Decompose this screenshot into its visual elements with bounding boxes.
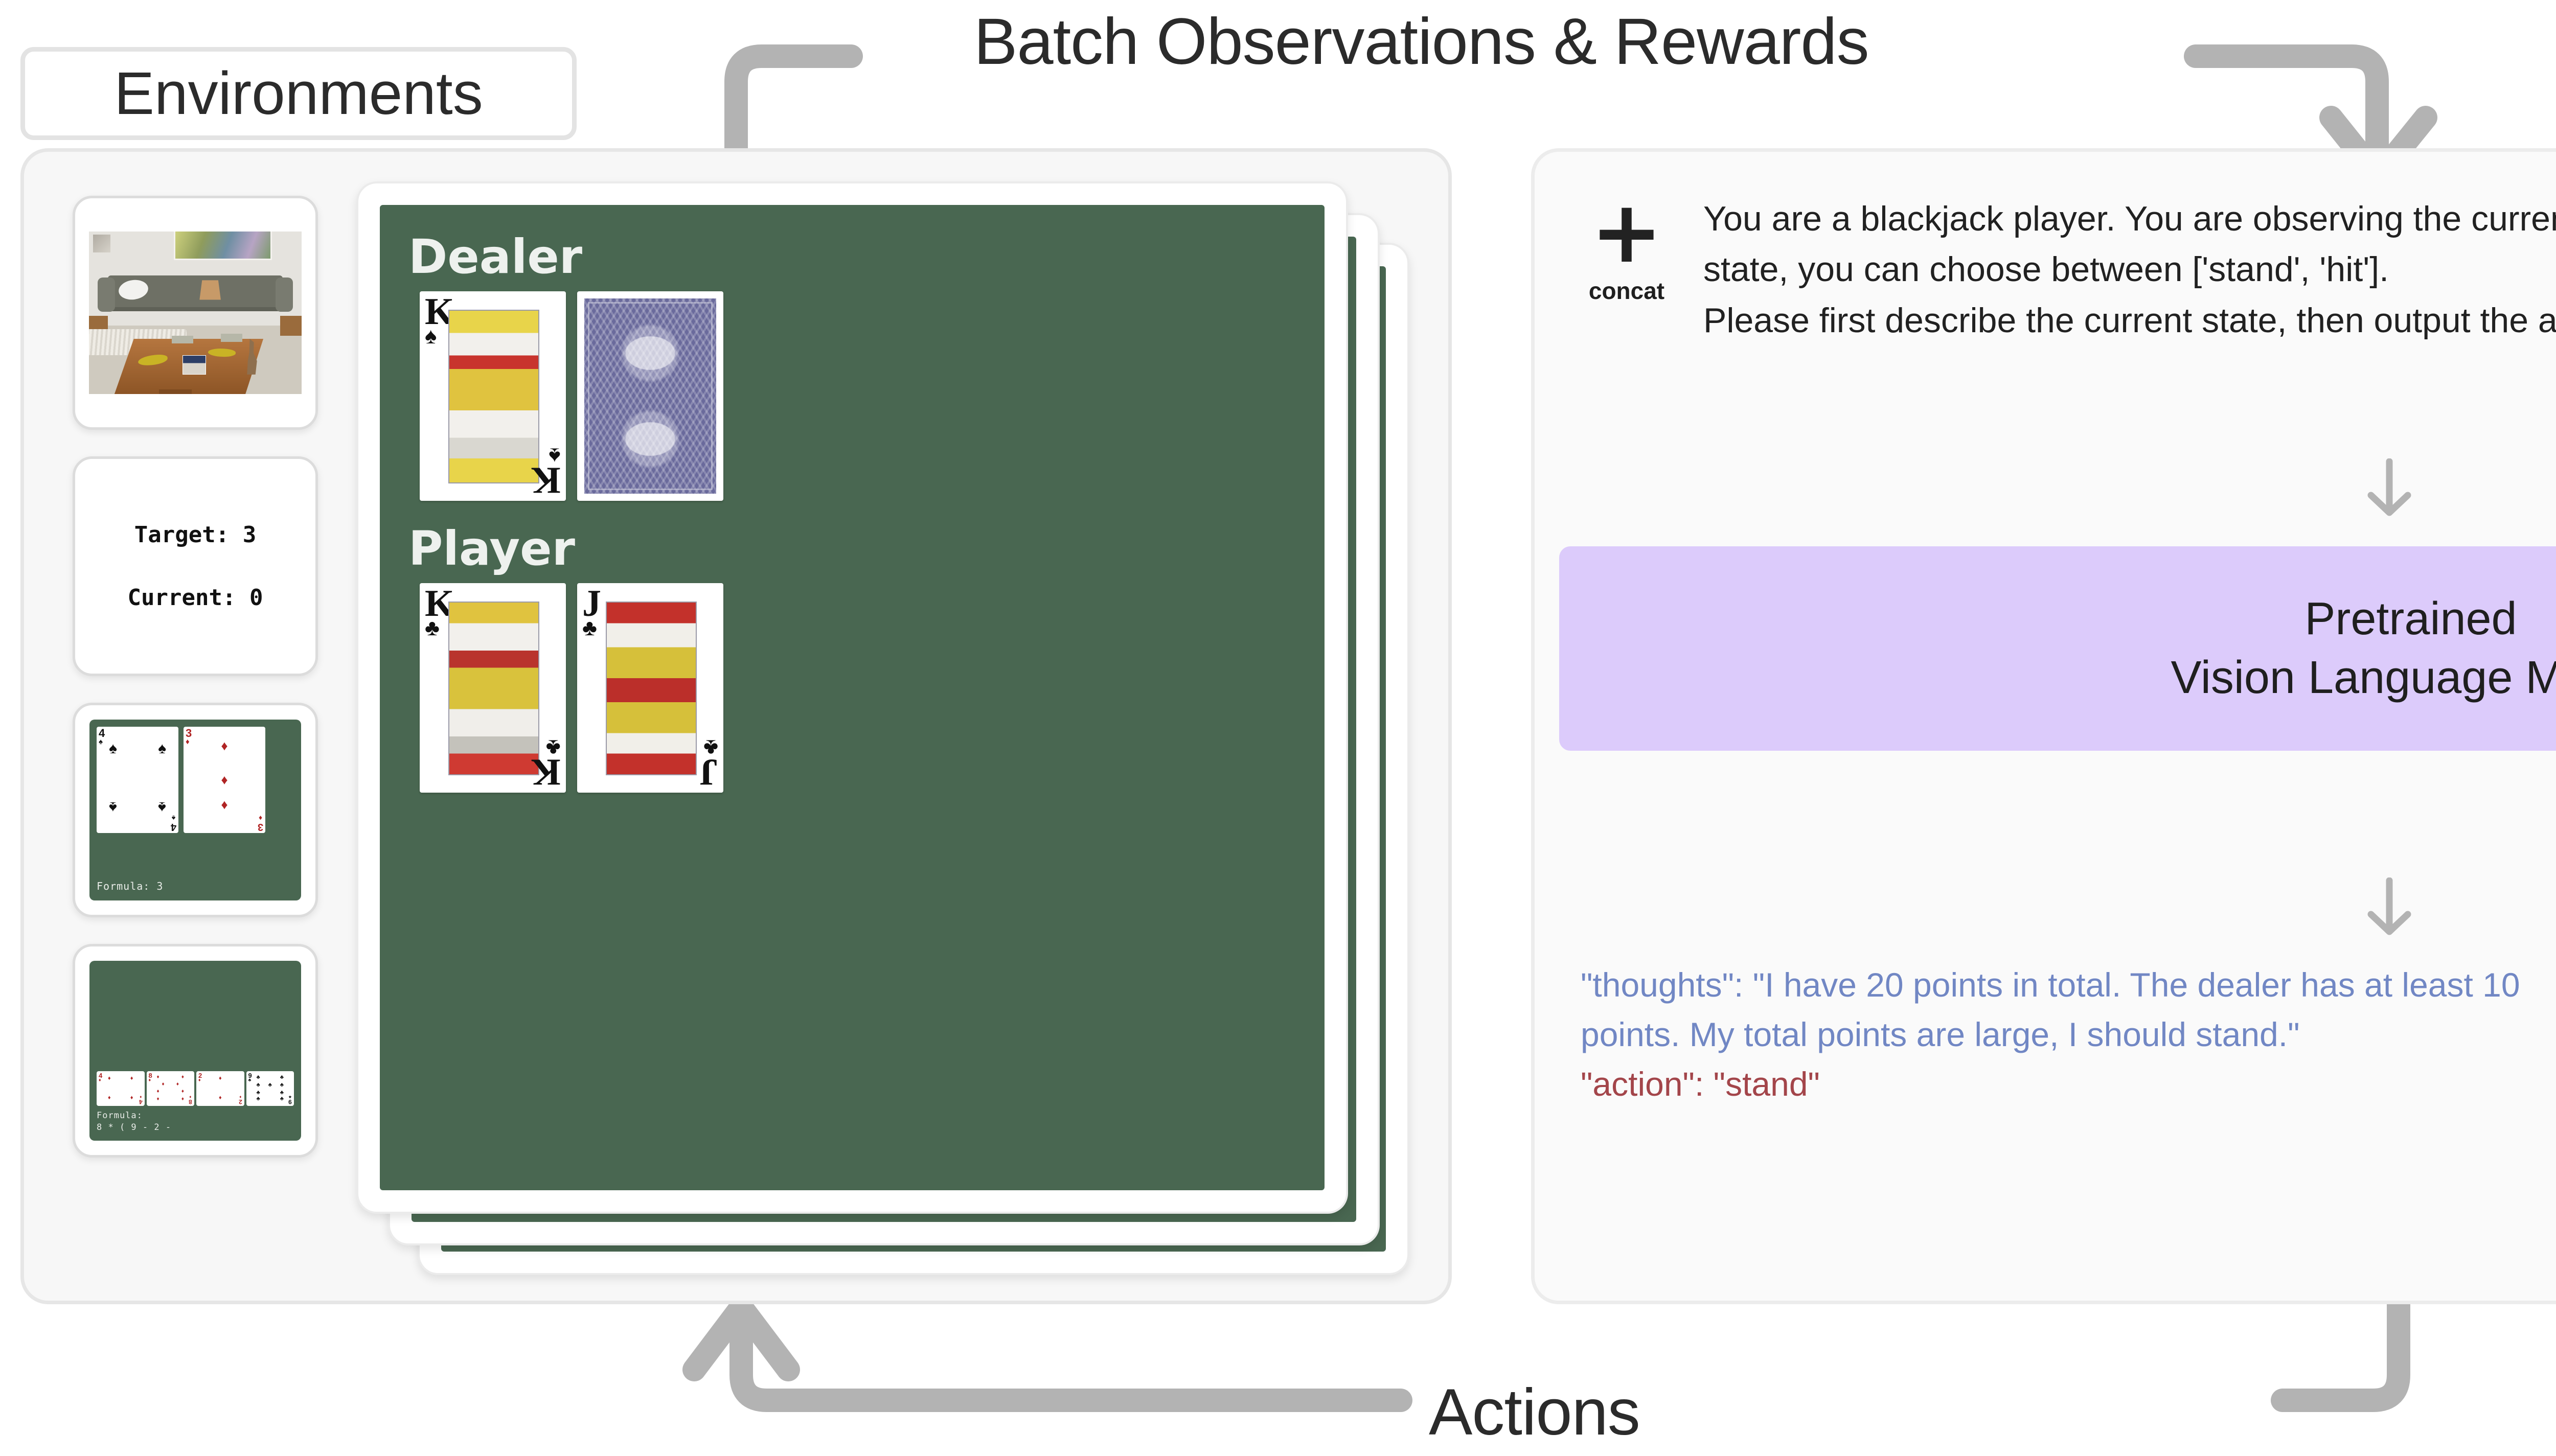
vlm-title-line-1: Pretrained	[2304, 593, 2517, 644]
model-output-block: "thoughts": "I have 20 points in total. …	[1581, 960, 2556, 1109]
mini-formula-text: Formula: 3	[97, 880, 164, 892]
thumbnail-living-room[interactable]	[73, 196, 318, 430]
mini-card-9-clubs: 9♣ ♣ ♣ ♣ ♣ ♣ ♣ ♣ ♣ ♣	[246, 1071, 294, 1106]
card-king-of-spades: K♠ K♠	[420, 291, 566, 501]
dealer-label: Dealer	[408, 229, 583, 284]
prompt-text-block: You are a blackjack player. You are obse…	[1703, 194, 2556, 346]
output-action-line: "action": "stand"	[1581, 1065, 1820, 1103]
prompt-line-1: You are a blackjack player. You are obse…	[1703, 199, 2556, 238]
mini-formula-label: Formula:	[97, 1111, 143, 1121]
vlm-title: Pretrained Vision Language Model	[1559, 590, 2556, 707]
mini-felt-2: 4♦ ♦ ♦ ♦ ♦ 4♦ 8♦ ♦	[89, 961, 301, 1141]
prompt-line-2: state, you can choose between ['stand', …	[1703, 250, 2389, 289]
environments-panel: Target: 3 Current: 0 4♠ ♠ ♠ ♠ ♠	[20, 148, 1452, 1304]
current-value: Current: 0	[127, 585, 263, 611]
mini-formula-value: 8 * ( 9 - 2 -	[97, 1122, 172, 1133]
arrow-down-icon-to-output	[2367, 877, 2411, 935]
mini-card-row: 4♠ ♠ ♠ ♠ ♠ 4♠ 3♦ ♦	[97, 727, 294, 833]
pretrained-vlm-box: Pretrained Vision Language Model RL Fine…	[1559, 546, 2556, 751]
plus-icon: +	[1590, 182, 1663, 282]
target-value: Target: 3	[134, 522, 257, 548]
player-hand: K♣ K♣ J♣ J♣	[420, 583, 1296, 793]
concat-block: + concat	[1565, 182, 1688, 305]
output-thoughts-line-1: "thoughts": "I have 20 points in total. …	[1581, 966, 2520, 1004]
thumbnail-target-counter[interactable]: Target: 3 Current: 0	[73, 456, 318, 676]
thumbnail-points24-two[interactable]: 4♠ ♠ ♠ ♠ ♠ 4♠ 3♦ ♦	[73, 703, 318, 917]
card-jack-of-clubs: J♣ J♣	[577, 583, 723, 793]
arrow-down-icon-to-model	[2367, 458, 2411, 516]
batch-observations-rewards-label: Batch Observations & Rewards	[974, 5, 1869, 78]
mini-card-row-2: 4♦ ♦ ♦ ♦ ♦ 4♦ 8♦ ♦	[97, 1071, 294, 1106]
player-label: Player	[408, 521, 575, 576]
thumbnail-points24-four[interactable]: 4♦ ♦ ♦ ♦ ♦ 4♦ 8♦ ♦	[73, 944, 318, 1158]
environments-chip-label: Environments	[114, 60, 483, 127]
actions-label: Actions	[1429, 1376, 1640, 1449]
living-room-scene-image	[89, 232, 302, 394]
environment-thumbnail-column: Target: 3 Current: 0 4♠ ♠ ♠ ♠ ♠	[73, 196, 318, 1158]
agent-panel: + concat You are a blackjack player. You…	[1531, 148, 2556, 1304]
mini-card-4-spades: 4♠ ♠ ♠ ♠ ♠ 4♠	[97, 727, 178, 833]
concat-label: concat	[1588, 278, 1665, 305]
card-face-down	[577, 291, 723, 501]
output-thoughts-line-2: points. My total points are large, I sho…	[1581, 1015, 2300, 1054]
vlm-title-line-2: Vision Language Model	[2171, 652, 2556, 703]
card-king-of-clubs: K♣ K♣	[420, 583, 566, 793]
environments-chip: Environments	[20, 47, 577, 140]
mini-card-3-diamonds: 3♦ ♦ ♦ ♦ 3♦	[184, 727, 265, 833]
prompt-line-3: Please first describe the current state,…	[1703, 301, 2556, 340]
mini-card-8-diamonds: 8♦ ♦ ♦ ♦ ♦ ♦ ♦ ♦ ♦ 8♦	[146, 1071, 194, 1106]
mini-card-4-diamonds: 4♦ ♦ ♦ ♦ ♦ 4♦	[97, 1071, 145, 1106]
dealer-hand: K♠ K♠	[420, 291, 1296, 501]
mini-felt: 4♠ ♠ ♠ ♠ ♠ 4♠ 3♦ ♦	[89, 720, 301, 900]
mini-card-2-diamonds: 2♦ ♦ ♦ 2♦	[196, 1071, 244, 1106]
blackjack-sheet-front[interactable]: Dealer K♠ K♠ Player	[356, 181, 1348, 1214]
